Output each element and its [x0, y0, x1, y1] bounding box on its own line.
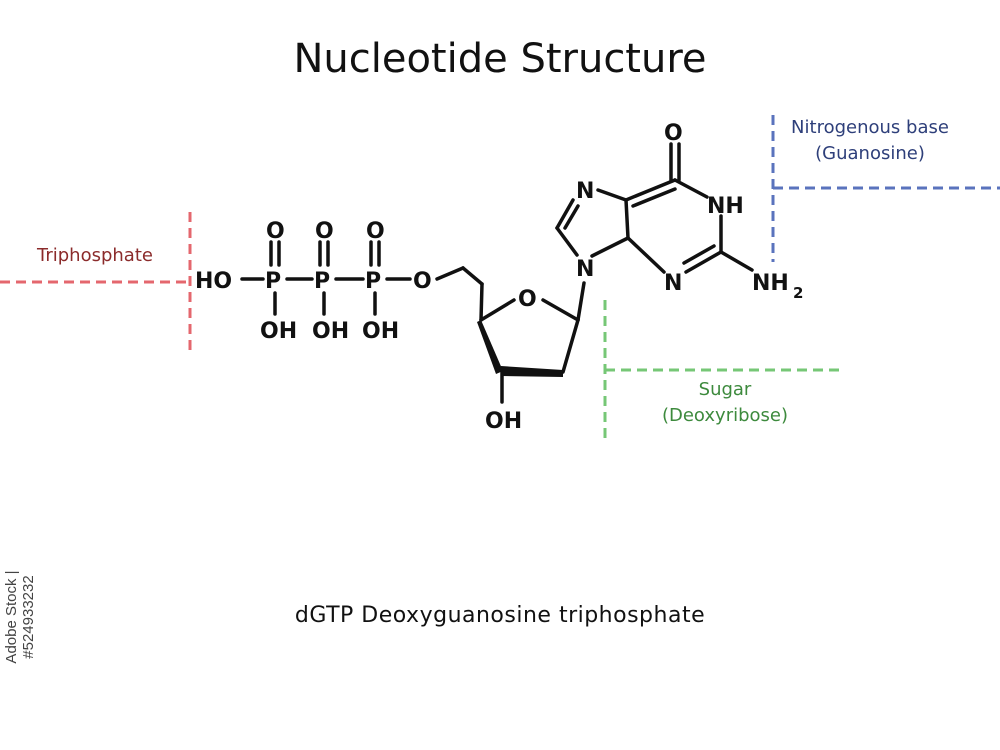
- atom-p2: P: [314, 269, 330, 294]
- triphosphate-label: Triphosphate: [20, 243, 170, 269]
- atom-nh2: NH: [752, 271, 789, 296]
- atom-o-ring: O: [518, 287, 537, 312]
- nitrogenous-base-label: Nitrogenous base (Guanosine): [775, 115, 965, 167]
- atom-o-p1: O: [266, 219, 285, 244]
- page-title: Nucleotide Structure: [293, 36, 707, 82]
- atom-ho: HO: [195, 269, 232, 294]
- sugar-label-line2: (Deoxyribose): [661, 405, 789, 426]
- atom-labels: HO P P P O O O O OH OH OH O OH N N N NH …: [195, 121, 803, 434]
- base-label-line1: Nitrogenous base: [791, 117, 949, 138]
- sugar-label: Sugar (Deoxyribose): [640, 377, 810, 429]
- triphosphate-label-text: Triphosphate: [37, 245, 153, 266]
- atom-n3: N: [664, 271, 682, 296]
- atom-n7: N: [576, 179, 594, 204]
- atom-o-ester: O: [413, 269, 432, 294]
- atom-oh-sugar: OH: [485, 409, 522, 434]
- sugar-marker: [603, 300, 845, 440]
- wedge-bond-left: [477, 320, 503, 374]
- atom-oh-p3: OH: [362, 319, 399, 344]
- base-label-line2: (Guanosine): [815, 143, 925, 164]
- stock-id-watermark: Adobe Stock | #524933232: [3, 570, 37, 664]
- base-marker: [771, 115, 1000, 262]
- atom-o-p2: O: [315, 219, 334, 244]
- sugar-label-line1: Sugar: [698, 379, 752, 400]
- diagram-caption: dGTP Deoxyguanosine triphosphate: [294, 603, 706, 628]
- atom-oh-p1: OH: [260, 319, 297, 344]
- atom-p1: P: [265, 269, 281, 294]
- atom-n9: N: [576, 257, 594, 282]
- wedge-bond-bottom: [501, 366, 563, 377]
- atom-p3: P: [365, 269, 381, 294]
- bond-lines: [240, 142, 754, 404]
- atom-o-p3: O: [366, 219, 385, 244]
- atom-nh2-subscript: 2: [793, 284, 803, 302]
- atom-oh-p2: OH: [312, 319, 349, 344]
- triphosphate-marker: [0, 212, 192, 355]
- atom-nh: NH: [707, 194, 744, 219]
- atom-o-carbonyl: O: [664, 121, 683, 146]
